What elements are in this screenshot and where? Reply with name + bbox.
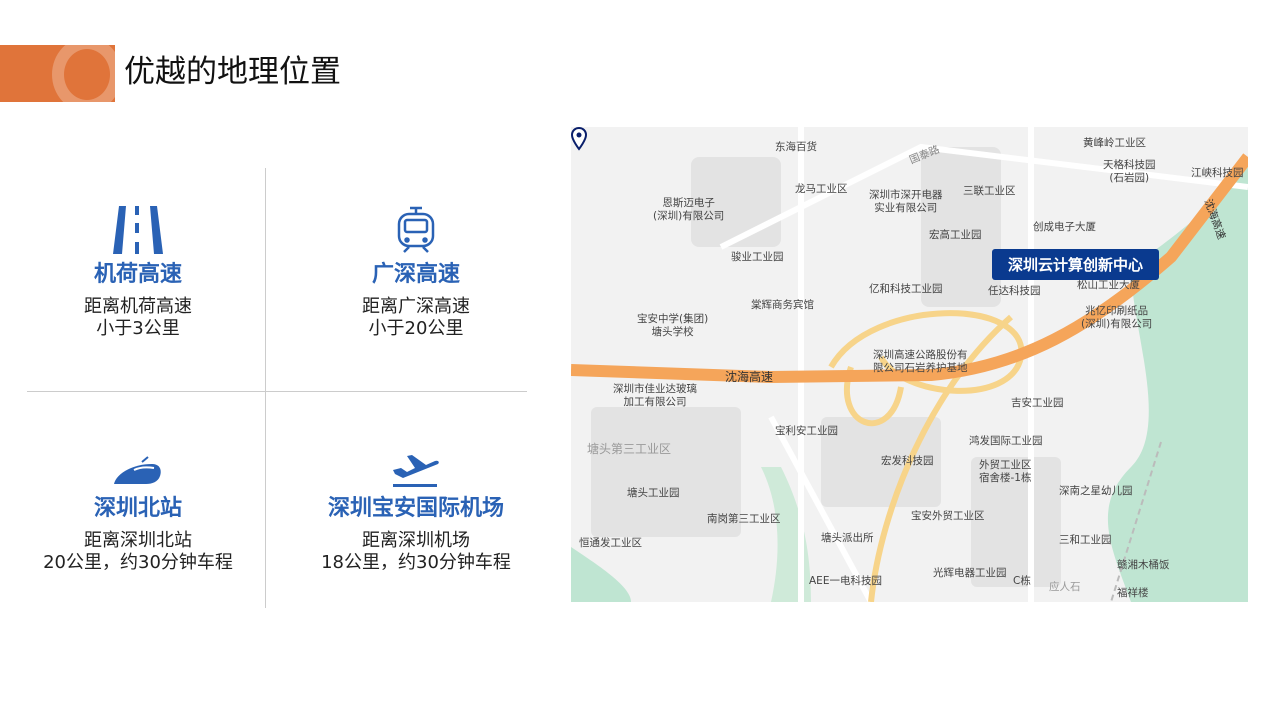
feature-desc: 小于20公里 — [368, 318, 464, 339]
map-poi[interactable]: 南岗第三工业区 — [707, 513, 781, 525]
divider-horizontal — [27, 391, 527, 392]
metro-train-icon — [296, 202, 536, 254]
map-poi[interactable]: 深圳市深开电器 实业有限公司 — [869, 189, 943, 214]
map-poi[interactable]: 江峡科技园 — [1191, 167, 1244, 179]
map-poi[interactable]: 天格科技园 (石岩园) — [1103, 159, 1156, 184]
feature-desc: 20公里，约30分钟车程 — [43, 552, 233, 573]
divider-vertical — [265, 168, 266, 608]
map-poi[interactable]: 三和工业园 — [1059, 534, 1112, 546]
feature-title: 广深高速 — [371, 262, 460, 287]
map-poi[interactable]: 宝利安工业园 — [775, 425, 838, 437]
map-poi[interactable]: 恩斯迈电子 (深圳)有限公司 — [653, 197, 725, 222]
map-poi[interactable]: 宏高工业园 — [929, 229, 982, 241]
feature-guangshen-highway: 广深高速 距离广深高速 小于20公里 — [296, 202, 536, 340]
feature-baoan-airport: 深圳宝安国际机场 距离深圳机场 18公里，约30分钟车程 — [296, 436, 536, 574]
map-poi[interactable]: 塘头派出所 — [821, 532, 874, 544]
map-base — [571, 127, 1248, 602]
logo-accent — [0, 45, 115, 102]
map-poi[interactable]: 宝安外贸工业区 — [911, 510, 985, 522]
map-poi[interactable]: 光辉电器工业园 — [933, 567, 1007, 579]
map-poi[interactable]: 兆亿印刷纸品 (深圳)有限公司 — [1081, 305, 1153, 330]
map-poi[interactable]: 赣湘木桶饭 — [1117, 559, 1170, 571]
map-poi[interactable]: 应人石 — [1049, 581, 1081, 593]
highway-road-icon — [18, 202, 258, 254]
map-poi[interactable]: 宝安中学(集团) 塘头学校 — [637, 313, 709, 338]
map-poi[interactable]: 东海百货 — [775, 141, 817, 153]
map-poi[interactable]: C栋 — [1013, 575, 1031, 587]
feature-desc: 距离广深高速 — [362, 296, 470, 317]
map-poi[interactable]: 黄峰岭工业区 — [1083, 137, 1146, 149]
location-callout: 深圳云计算创新中心 — [992, 249, 1160, 280]
map-poi[interactable]: 宏发科技园 — [881, 455, 934, 467]
feature-desc: 18公里，约30分钟车程 — [321, 552, 511, 573]
map-poi[interactable]: 深圳高速公路股份有 限公司石岩养护基地 — [873, 349, 968, 374]
feature-desc: 小于3公里 — [96, 318, 180, 339]
feature-shenzhen-north-station: 深圳北站 距离深圳北站 20公里，约30分钟车程 — [18, 436, 258, 574]
map-poi[interactable]: 创成电子大厦 — [1033, 221, 1096, 233]
road-label: 沈海高速 — [725, 370, 774, 384]
map-poi[interactable]: 骏业工业园 — [731, 251, 784, 263]
map-poi[interactable]: 恒通发工业区 — [579, 537, 642, 549]
feature-title: 机荷高速 — [93, 262, 182, 287]
feature-title: 深圳宝安国际机场 — [327, 496, 504, 521]
map-poi[interactable]: AEE一电科技园 — [809, 575, 882, 587]
map-poi[interactable]: 龙马工业区 — [795, 183, 848, 195]
map-poi[interactable]: 外贸工业区 宿舍楼-1栋 — [979, 459, 1032, 484]
map-poi[interactable]: 鸿发国际工业园 — [969, 435, 1043, 447]
feature-title: 深圳北站 — [93, 496, 182, 521]
map-poi[interactable]: 亿和科技工业园 — [869, 283, 943, 295]
feature-desc: 距离深圳北站 — [84, 530, 192, 551]
map-poi[interactable]: 塘头第三工业区 — [587, 442, 672, 456]
location-map[interactable]: 东海百货 龙马工业区 恩斯迈电子 (深圳)有限公司 深圳市深开电器 实业有限公司… — [571, 127, 1248, 602]
map-poi[interactable]: 吉安工业园 — [1011, 397, 1064, 409]
location-pin-icon — [571, 127, 587, 151]
map-poi[interactable]: 福祥楼 — [1117, 587, 1149, 599]
page-title: 优越的地理位置 — [124, 54, 341, 90]
feature-desc: 距离机荷高速 — [84, 296, 192, 317]
feature-jihe-highway: 机荷高速 距离机荷高速 小于3公里 — [18, 202, 258, 340]
map-poi[interactable]: 三联工业区 — [963, 185, 1016, 197]
map-poi[interactable]: 任达科技园 — [988, 285, 1041, 297]
map-poi[interactable]: 松山工业大厦 — [1077, 279, 1140, 291]
map-poi[interactable]: 深圳市佳业达玻璃 加工有限公司 — [613, 383, 697, 408]
map-poi[interactable]: 塘头工业园 — [627, 487, 680, 499]
map-poi[interactable]: 深南之星幼儿园 — [1059, 485, 1133, 497]
bullet-train-icon — [18, 436, 258, 488]
feature-desc: 距离深圳机场 — [362, 530, 470, 551]
map-poi[interactable]: 棠辉商务宾馆 — [751, 299, 814, 311]
airplane-icon — [296, 436, 536, 488]
